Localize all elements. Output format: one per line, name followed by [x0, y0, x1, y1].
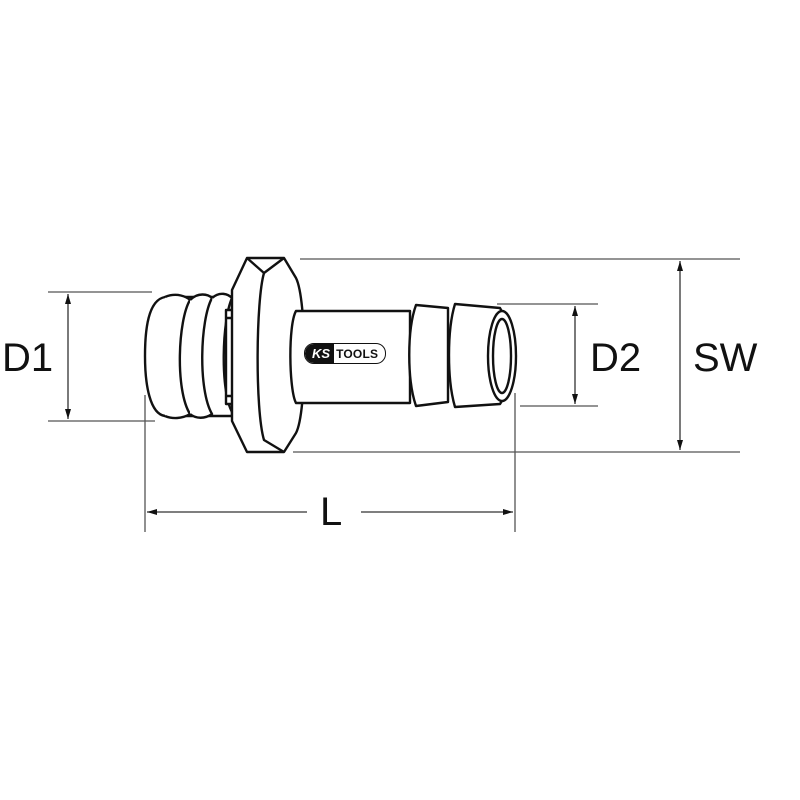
dimension-lines — [65, 261, 683, 515]
label-d1: D1 — [2, 336, 54, 380]
logo-ks: KS — [305, 344, 335, 363]
logo-tools: TOOLS — [336, 346, 379, 361]
label-l: L — [320, 490, 343, 534]
barb-1 — [408, 303, 450, 408]
label-d2: D2 — [590, 336, 642, 380]
extension-lines — [48, 258, 740, 532]
label-sw: SW — [693, 336, 758, 380]
ks-tools-logo: KS TOOLS — [304, 343, 386, 364]
thread-section — [143, 292, 234, 420]
